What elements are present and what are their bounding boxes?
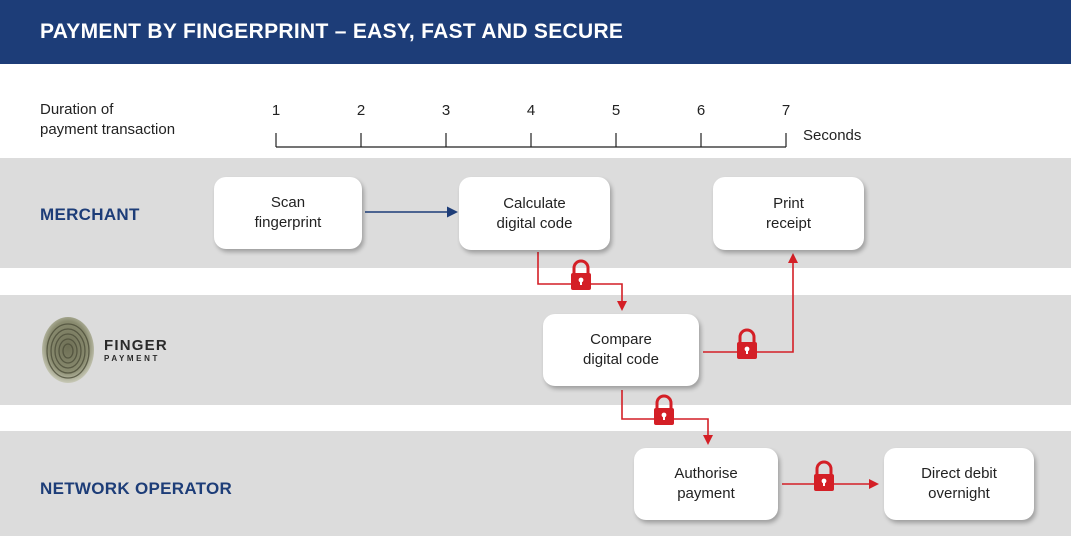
step-line: payment [677, 485, 735, 502]
step-line: digital code [583, 351, 659, 368]
tick-label-2: 2 [356, 102, 366, 119]
logo-word-finger: FINGER [104, 337, 168, 354]
lock-icon [571, 259, 591, 290]
tick-label-1: 1 [271, 102, 281, 119]
tick-label-5: 5 [611, 102, 621, 119]
step-scan-fingerprint: Scan fingerprint [214, 177, 362, 249]
step-line: Authorise [674, 465, 738, 482]
tick-label-4: 4 [526, 102, 536, 119]
tick-label-6: 6 [696, 102, 706, 119]
tick-label-3: 3 [441, 102, 451, 119]
step-print-receipt: Print receipt [713, 177, 864, 250]
step-compare-code: Compare digital code [543, 314, 699, 386]
logo-word-payment: PAYMENT [104, 354, 160, 363]
arrow-compare-to-print [703, 253, 798, 353]
timeline-label: Duration of payment transaction [40, 100, 175, 140]
timeline-unit: Seconds [803, 127, 862, 144]
timeline-label-line1: Duration of [40, 101, 114, 118]
page-title: PAYMENT BY FINGERPRINT – EASY, FAST AND … [40, 20, 624, 43]
step-line: fingerprint [254, 214, 322, 231]
step-line: overnight [928, 485, 990, 502]
step-line: receipt [765, 214, 812, 232]
step-calculate-code: Calculate digital code [459, 177, 610, 250]
timeline-axis [275, 133, 787, 148]
step-line: Print [773, 194, 804, 212]
step-line: Calculate [503, 194, 566, 212]
fingerpayment-lane [0, 295, 1071, 405]
step-line: Compare [590, 331, 652, 348]
step-line: Direct debit [921, 465, 997, 482]
header-bar: PAYMENT BY FINGERPRINT – EASY, FAST AND … [0, 0, 1071, 64]
tick-label-7: 7 [781, 102, 791, 119]
step-line: digital code [496, 214, 573, 232]
lock-icon [737, 328, 757, 359]
lock-icon [654, 394, 674, 425]
step-line: Scan [270, 194, 306, 211]
timeline-label-line2: payment transaction [40, 121, 176, 138]
step-authorise-payment: Authorise payment [634, 448, 778, 520]
step-direct-debit: Direct debit overnight [884, 448, 1034, 520]
fingerprint-icon [38, 315, 98, 385]
merchant-label: MERCHANT [40, 205, 140, 224]
network-operator-label: NETWORK OPERATOR [40, 479, 233, 498]
lock-icon [814, 460, 834, 491]
